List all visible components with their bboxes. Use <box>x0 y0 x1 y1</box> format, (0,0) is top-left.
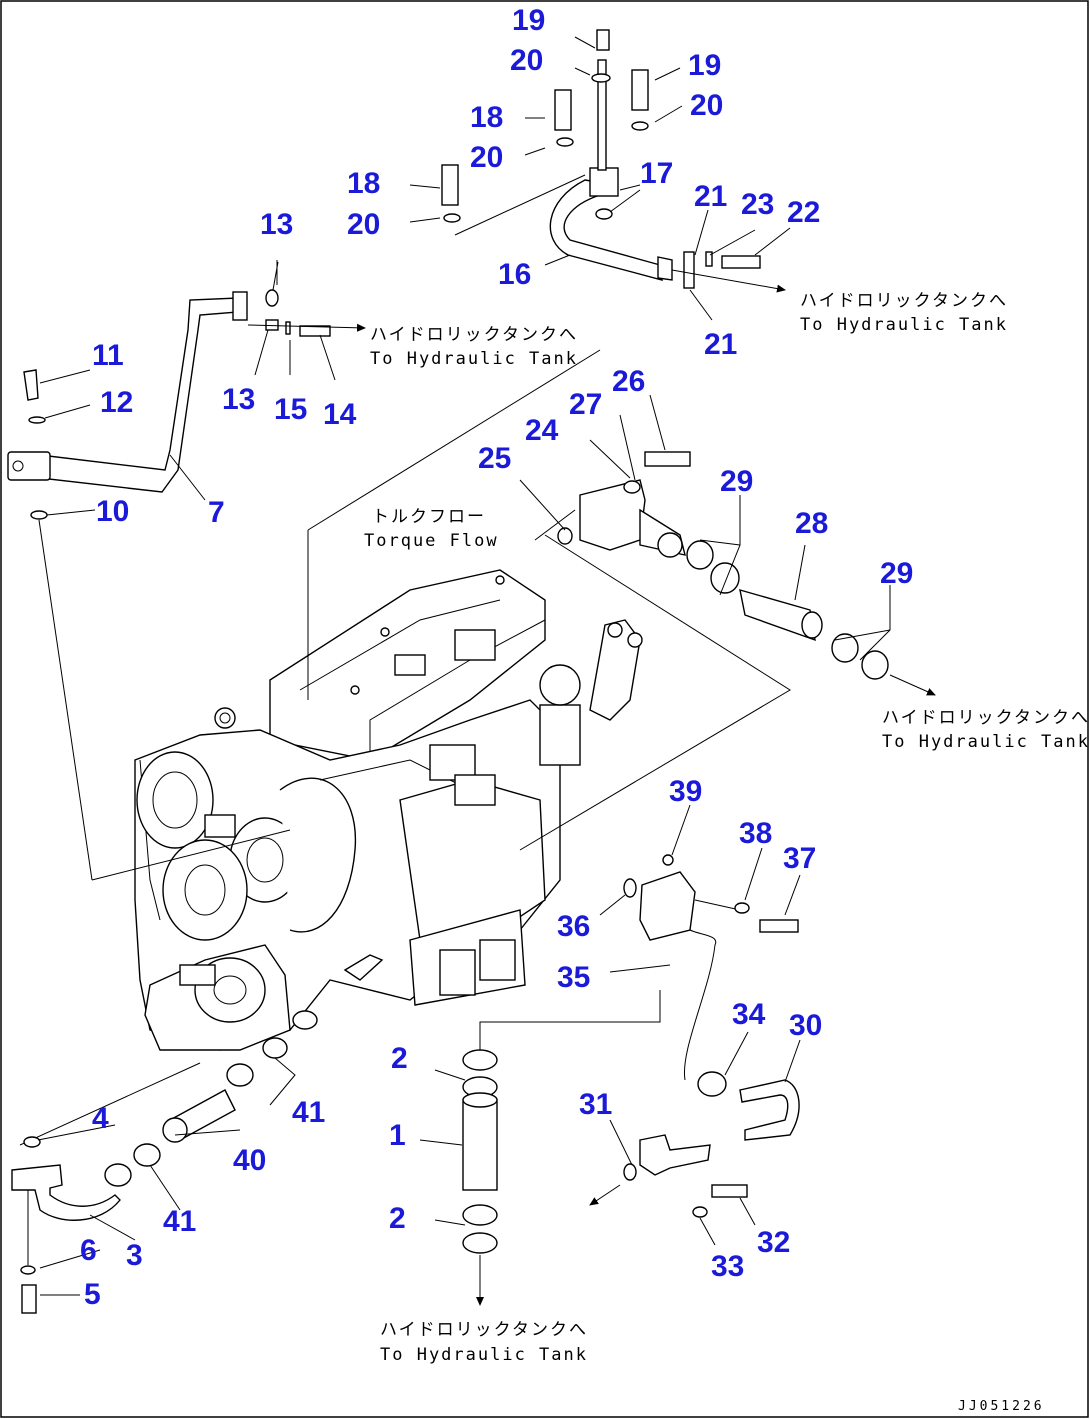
callout-11: 11 <box>92 339 124 372</box>
callout-25: 25 <box>478 442 511 475</box>
callout-20: 20 <box>470 141 503 174</box>
note-torque-flow-jp: トルクフロー <box>372 507 486 527</box>
callout-31: 31 <box>579 1088 612 1121</box>
pipe-assembly-right-lower <box>589 854 800 1218</box>
callout-39: 39 <box>669 775 702 808</box>
callout-21: 21 <box>694 180 727 213</box>
callout-38: 38 <box>739 817 772 850</box>
callout-36: 36 <box>557 910 590 943</box>
callout-19: 19 <box>512 4 545 37</box>
callout-35: 35 <box>557 961 590 994</box>
callout-7: 7 <box>208 496 225 529</box>
callout-18: 18 <box>347 167 380 200</box>
pipe-assembly-upper-left <box>7 260 366 881</box>
callout-16: 16 <box>498 258 531 291</box>
transmission-assembly <box>91 349 791 1051</box>
callout-33: 33 <box>711 1250 744 1283</box>
callout-27: 27 <box>569 388 602 421</box>
note-tank-bottom-en: To Hydraulic Tank <box>380 1345 588 1365</box>
note-tank-right-en: To Hydraulic Tank <box>882 732 1090 752</box>
note-tank-top-right-jp: ハイドロリックタンクへ <box>800 291 1008 311</box>
callout-29: 29 <box>880 557 913 590</box>
pipe-assembly-center-right <box>534 451 936 696</box>
callout-40: 40 <box>233 1144 266 1177</box>
callout-23: 23 <box>741 188 774 221</box>
callout-20: 20 <box>347 208 380 241</box>
callout-2: 2 <box>389 1202 406 1235</box>
callout-34: 34 <box>732 998 766 1031</box>
callout-22: 22 <box>787 196 820 229</box>
callout-37: 37 <box>783 842 816 875</box>
callout-18: 18 <box>470 101 503 134</box>
callout-13: 13 <box>260 208 293 241</box>
callout-10: 10 <box>96 495 129 528</box>
callout-5: 5 <box>84 1278 101 1311</box>
callout-13: 13 <box>222 383 255 416</box>
note-tank-mid-en: To Hydraulic Tank <box>370 349 578 369</box>
pipe-assembly-upper <box>441 29 786 293</box>
note-torque-flow-en: Torque Flow <box>364 531 499 551</box>
callout-4: 4 <box>92 1102 109 1135</box>
callout-26: 26 <box>612 365 645 398</box>
note-tank-bottom-jp: ハイドロリックタンクへ <box>380 1320 588 1340</box>
leader-lines <box>37 36 891 1296</box>
callout-29: 29 <box>720 465 753 498</box>
callout-24: 24 <box>525 414 559 447</box>
note-tank-right-jp: ハイドロリックタンクへ <box>882 708 1090 728</box>
callout-30: 30 <box>789 1009 822 1042</box>
callout-3: 3 <box>126 1239 143 1272</box>
note-tank-top-right-en: To Hydraulic Tank <box>800 315 1008 335</box>
callout-41: 41 <box>163 1205 196 1238</box>
callout-20: 20 <box>690 89 723 122</box>
callout-2: 2 <box>391 1042 408 1075</box>
callout-19: 19 <box>688 49 721 82</box>
drawing-code: JJ051226 <box>958 1399 1045 1414</box>
callout-12: 12 <box>100 386 133 419</box>
callout-1: 1 <box>389 1119 406 1152</box>
pipe-assembly-center-bottom <box>462 990 661 1306</box>
callout-32: 32 <box>757 1226 790 1259</box>
callout-14: 14 <box>323 398 357 431</box>
callout-28: 28 <box>795 507 828 540</box>
callout-21: 21 <box>704 328 737 361</box>
callout-numbers: 19 20 19 20 18 20 18 20 17 16 21 23 22 2… <box>80 4 913 1311</box>
note-tank-mid-jp: ハイドロリックタンクへ <box>370 325 578 345</box>
callout-15: 15 <box>274 393 307 426</box>
callout-20: 20 <box>510 44 543 77</box>
callout-41: 41 <box>292 1096 325 1129</box>
callout-17: 17 <box>640 157 673 190</box>
pipe-assembly-lower-left <box>11 1037 288 1314</box>
flow-notes: ハイドロリックタンクへ To Hydraulic Tank ハイドロリックタンク… <box>364 291 1090 1414</box>
callout-6: 6 <box>80 1234 97 1267</box>
